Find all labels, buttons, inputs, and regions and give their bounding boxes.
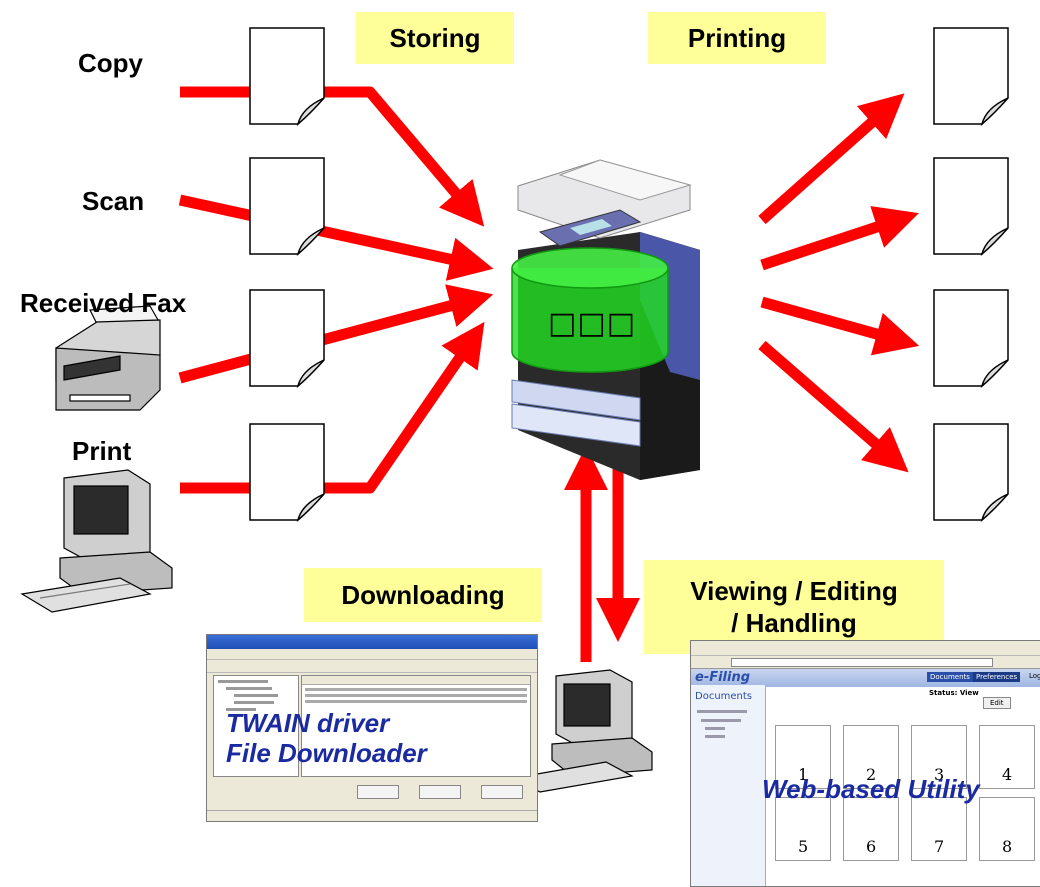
browser-address-bar bbox=[691, 656, 1040, 669]
thumbnail-number: 8 bbox=[1002, 837, 1013, 856]
efiling-sidebar: Documents bbox=[691, 685, 766, 886]
pc-icon-right bbox=[512, 669, 653, 793]
received-fax-label: Received Fax bbox=[20, 288, 187, 318]
twain-caption-line2: File Downloader bbox=[226, 738, 427, 768]
efiling-brand: e-Filing bbox=[695, 670, 751, 685]
print-out-arrow-1 bbox=[758, 93, 905, 225]
twain-menu-bar bbox=[207, 649, 537, 660]
twain-downloader-window bbox=[206, 634, 538, 822]
close-button[interactable] bbox=[481, 785, 523, 799]
viewing-label: Viewing / Editing / Handling bbox=[644, 560, 944, 654]
mfp-display: □□□ bbox=[548, 306, 637, 341]
print-out-arrow-2 bbox=[760, 206, 919, 271]
thumbnail-number: 5 bbox=[798, 837, 809, 856]
thumbnail[interactable]: 8 bbox=[979, 797, 1035, 861]
twain-title-bar bbox=[207, 635, 537, 649]
efiling-edit-button[interactable]: Edit bbox=[983, 697, 1011, 709]
printing-label: Printing bbox=[648, 12, 826, 64]
sidebar-title: Documents bbox=[695, 691, 753, 702]
print-out-arrow-4 bbox=[758, 340, 909, 473]
downloading-label: Downloading bbox=[304, 568, 542, 622]
preferences-tab[interactable]: Preferences bbox=[973, 672, 1021, 682]
logout-link[interactable]: Logo bbox=[1029, 672, 1040, 680]
doc-icons-left bbox=[249, 27, 325, 523]
thumbnail-number: 4 bbox=[1002, 765, 1013, 784]
thumbnail-number: 7 bbox=[934, 837, 945, 856]
thumbnail-number: 6 bbox=[866, 837, 877, 856]
thumbnail[interactable]: 7 bbox=[911, 797, 967, 861]
scan-label: Scan bbox=[82, 186, 145, 216]
thumbnail-number: 2 bbox=[866, 765, 877, 784]
fax-machine-icon bbox=[55, 305, 161, 411]
twain-file-list bbox=[301, 675, 531, 777]
twain-caption: TWAIN driver File Downloader bbox=[226, 708, 427, 768]
twain-status-bar bbox=[207, 810, 537, 821]
pc-icon-left bbox=[20, 469, 173, 613]
copy-label: Copy bbox=[78, 48, 143, 78]
copy-arrow bbox=[180, 86, 485, 227]
storing-label: Storing bbox=[356, 12, 514, 64]
print-arrow bbox=[180, 321, 485, 494]
thumbnail-grid: 1 2 3 4 5 6 7 8 bbox=[775, 725, 1039, 861]
thumbnail[interactable]: 4 bbox=[979, 725, 1035, 789]
viewing-label-line1: Viewing / Editing bbox=[690, 576, 898, 606]
print-out-arrow-3 bbox=[760, 296, 920, 356]
thumbnail[interactable]: 5 bbox=[775, 797, 831, 861]
twain-buttons bbox=[357, 785, 529, 799]
thumbnail[interactable]: 3 bbox=[911, 725, 967, 789]
fax-arrow bbox=[178, 284, 494, 384]
documents-tab[interactable]: Documents bbox=[927, 672, 973, 682]
efiling-header: e-Filing Documents Preferences Logo bbox=[691, 669, 1040, 687]
twain-caption-line1: TWAIN driver bbox=[226, 708, 390, 738]
scan-arrow bbox=[178, 194, 494, 281]
thumbnail[interactable]: 1 bbox=[775, 725, 831, 789]
web-utility-window: e-Filing Documents Preferences Logo Docu… bbox=[690, 640, 1040, 887]
browser-toolbar bbox=[691, 641, 1040, 656]
web-utility-caption: Web-based Utility bbox=[762, 774, 980, 804]
mfp-icon bbox=[511, 159, 700, 480]
thumbnail-number: 1 bbox=[798, 765, 809, 784]
efiling-status: Status: View bbox=[929, 689, 979, 697]
twain-toolbar bbox=[207, 660, 537, 673]
print-label: Print bbox=[72, 436, 132, 466]
thumbnail[interactable]: 6 bbox=[843, 797, 899, 861]
save-as-button[interactable] bbox=[357, 785, 399, 799]
delete-button[interactable] bbox=[419, 785, 461, 799]
thumbnail-number: 3 bbox=[934, 765, 945, 784]
thumbnail[interactable]: 2 bbox=[843, 725, 899, 789]
viewing-label-line2: / Handling bbox=[731, 608, 857, 638]
twain-tree-pane bbox=[213, 675, 299, 777]
doc-icons-right bbox=[933, 27, 1009, 523]
